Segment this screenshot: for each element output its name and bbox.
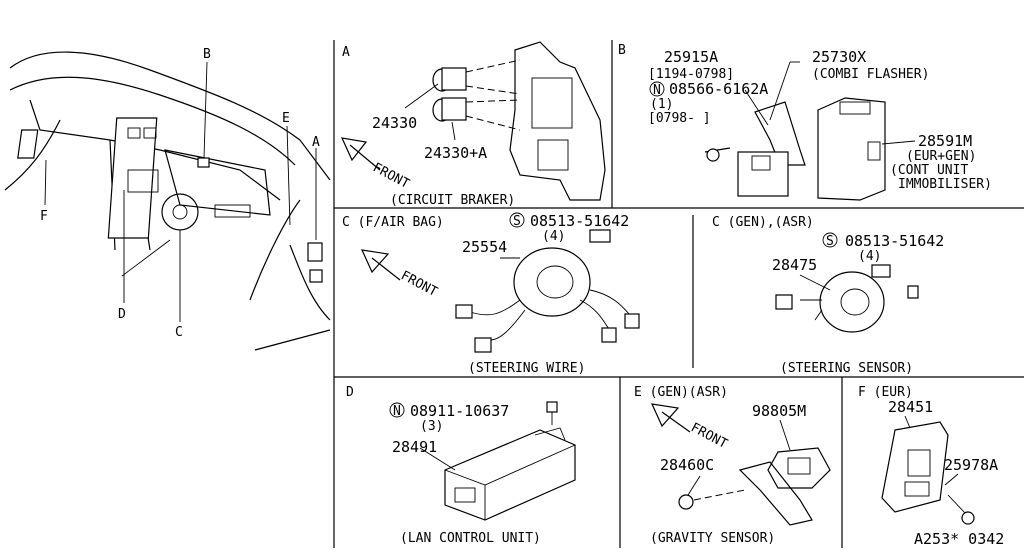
overview-label-a: A — [312, 135, 320, 150]
nut-08911-10637: 08911-10637 — [410, 402, 509, 420]
bolt-08513-51642: 08513-51642 — [530, 212, 629, 230]
part-28491: 28491 — [392, 438, 437, 456]
part-25730x: 25730X — [812, 48, 866, 66]
steering-wire-drawing — [360, 229, 640, 353]
part-28451: 28451 — [888, 398, 933, 416]
part-24330a: 24330+A — [424, 144, 487, 162]
overview-label-d: D — [118, 307, 126, 322]
section-d-caption: (LAN CONTROL UNIT) — [400, 531, 541, 546]
section-a-front: FRONT — [370, 160, 412, 192]
overview-label-c: C — [175, 325, 183, 340]
part-28460c: 28460C — [660, 456, 714, 474]
n-symbol-d: N — [393, 404, 401, 419]
section-e-heading: E (GEN)(ASR) — [634, 385, 728, 400]
section-c2-heading: C (GEN),(ASR) — [712, 215, 814, 230]
dashboard-overview-drawing — [4, 51, 331, 351]
section-e-caption: (GRAVITY SENSOR) — [650, 531, 775, 546]
s-symbol-circle-2 — [822, 232, 838, 248]
part-08566-qty: (1) — [650, 97, 673, 112]
bolt-qty: (4) — [542, 229, 565, 244]
nut-qty: (3) — [420, 419, 443, 434]
n-symbol-circle — [649, 81, 665, 97]
overview-label-f: F — [40, 209, 48, 224]
combi-flasher-drawing — [704, 61, 916, 201]
part-98805m: 98805M — [752, 402, 806, 420]
part-25554: 25554 — [462, 238, 507, 256]
immobiliser-label: IMMOBILISER) — [898, 177, 992, 192]
section-c1-front: FRONT — [398, 268, 440, 300]
part-28475: 28475 — [772, 256, 817, 274]
section-b-letter: B — [618, 43, 626, 58]
part-08566-6162a: 08566-6162A — [669, 80, 768, 98]
steering-sensor-drawing — [775, 264, 919, 333]
cont-unit-label: (CONT UNIT — [890, 163, 968, 178]
s-symbol-circle — [509, 212, 525, 228]
section-f-heading: F (EUR) — [858, 385, 913, 400]
section-c2-caption: (STEERING SENSOR) — [780, 361, 913, 376]
circuit-breaker-drawing — [340, 41, 606, 201]
overview-label-e: E — [282, 111, 290, 126]
part-25978a: 25978A — [944, 456, 998, 474]
part-28591m: 28591M — [918, 132, 972, 150]
part-25915a-note: [1194-0798] — [648, 67, 734, 82]
section-d-letter: D — [346, 385, 354, 400]
overview-label-b: B — [203, 47, 211, 62]
n-symbol-circle-d — [389, 402, 405, 418]
part-28591m-note: (EUR+GEN) — [906, 149, 976, 164]
section-c1-caption: (STEERING WIRE) — [468, 361, 585, 376]
bolt-08513-51642-2: 08513-51642 — [845, 232, 944, 250]
part-24330: 24330 — [372, 114, 417, 132]
bolt-qty-2: (4) — [858, 249, 881, 264]
s-symbol-2: S — [826, 234, 834, 249]
s-symbol: S — [513, 214, 521, 229]
part-08566-note: [0798- ] — [648, 111, 711, 126]
lan-control-unit-drawing — [419, 401, 576, 521]
gravity-sensor-drawing — [650, 403, 831, 526]
section-a-letter: A — [342, 45, 350, 60]
panel-borders — [333, 40, 1024, 548]
section-a-caption: (CIRCUIT BRAKER) — [390, 193, 515, 208]
immobiliser-part-drawing — [881, 415, 975, 525]
diagram-code: A253* 0342 — [914, 530, 1004, 548]
section-e-front: FRONT — [688, 420, 730, 452]
n-symbol: N — [653, 83, 661, 98]
part-25915a: 25915A — [664, 48, 718, 66]
combi-flasher-label: (COMBI FLASHER) — [812, 67, 929, 82]
section-c1-heading: C (F/AIR BAG) — [342, 215, 444, 230]
